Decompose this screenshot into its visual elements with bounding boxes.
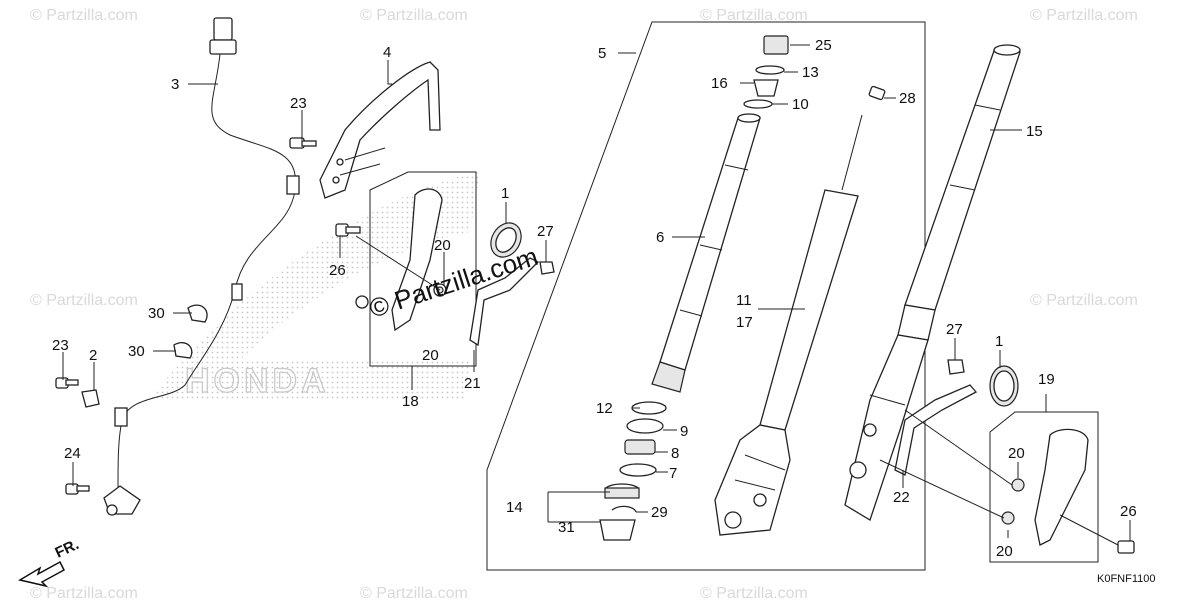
callout-8: 8	[671, 445, 679, 462]
callout-27: 27	[946, 321, 963, 338]
callout-2: 2	[89, 347, 97, 364]
fork-cap-parts	[743, 35, 886, 109]
right-fork-cover	[879, 409, 1135, 563]
watermark: © Partzilla.com	[30, 292, 138, 309]
callout-17: 17	[736, 314, 753, 331]
callout-1: 1	[995, 333, 1003, 350]
watermark: © Partzilla.com	[30, 7, 138, 24]
brake-hose-guide	[319, 61, 441, 199]
callout-12: 12	[596, 400, 613, 417]
callout-numbers: 3 4 23 30 30 23 2 24 26 20 20 1 27 18 21…	[52, 37, 1137, 560]
callout-31: 31	[558, 519, 575, 536]
callout-10: 10	[792, 96, 809, 113]
callout-13: 13	[802, 64, 819, 81]
left-fasteners	[55, 137, 361, 495]
callout-20: 20	[1008, 445, 1025, 462]
watermark: © Partzilla.com	[1030, 292, 1138, 309]
honda-wing-logo: HONDA	[150, 172, 480, 401]
callout-19: 19	[1038, 371, 1055, 388]
callout-18: 18	[402, 393, 419, 410]
callout-15: 15	[1026, 123, 1043, 140]
callout-29: 29	[651, 504, 668, 521]
left-fork-tube	[651, 113, 761, 393]
leader-lines	[62, 44, 1131, 541]
watermark: © Partzilla.com	[700, 7, 808, 24]
callout-6: 6	[656, 229, 664, 246]
callout-5: 5	[598, 45, 606, 62]
reflector-bracket-left	[469, 222, 555, 347]
watermark: © Partzilla.com	[360, 585, 468, 600]
callout-20: 20	[434, 237, 451, 254]
callout-3: 3	[171, 76, 179, 93]
callout-14: 14	[506, 499, 523, 516]
diagram-code: K0FNF1100	[1097, 573, 1156, 585]
callout-11: 11	[736, 292, 752, 309]
watermarks: © Partzilla.com © Partzilla.com © Partzi…	[30, 7, 1138, 600]
callout-9: 9	[680, 423, 688, 440]
right-fork	[844, 44, 1021, 521]
callout-30: 30	[128, 343, 145, 360]
watermark: © Partzilla.com	[1030, 7, 1138, 24]
callout-16: 16	[711, 75, 728, 92]
callout-4: 4	[383, 44, 391, 61]
direction-label: FR.	[53, 536, 82, 562]
callout-30: 30	[148, 305, 165, 322]
fork-seals-bearings	[599, 401, 667, 541]
callout-1: 1	[501, 185, 509, 202]
logo-text: HONDA	[185, 362, 330, 400]
callout-26: 26	[1120, 503, 1137, 520]
callout-26: 26	[329, 262, 346, 279]
left-fork-slider	[714, 114, 863, 536]
callout-7: 7	[669, 465, 677, 482]
watermark: © Partzilla.com	[360, 7, 468, 24]
left-fork-outline	[486, 21, 926, 571]
callout-21: 21	[464, 375, 481, 392]
speed-sensor-harness	[103, 17, 300, 516]
callout-25: 25	[815, 37, 832, 54]
callout-27: 27	[537, 223, 554, 240]
callout-20: 20	[422, 347, 439, 364]
callout-28: 28	[899, 90, 916, 107]
callout-23: 23	[52, 337, 69, 354]
callout-24: 24	[64, 445, 81, 462]
front-direction-arrow: FR.	[18, 536, 82, 588]
callout-20: 20	[996, 543, 1013, 560]
reflector-bracket-right	[894, 359, 1019, 476]
watermark: © Partzilla.com	[30, 585, 138, 600]
callout-23: 23	[290, 95, 307, 112]
watermark: © Partzilla.com	[700, 585, 808, 600]
callout-22: 22	[893, 489, 910, 506]
